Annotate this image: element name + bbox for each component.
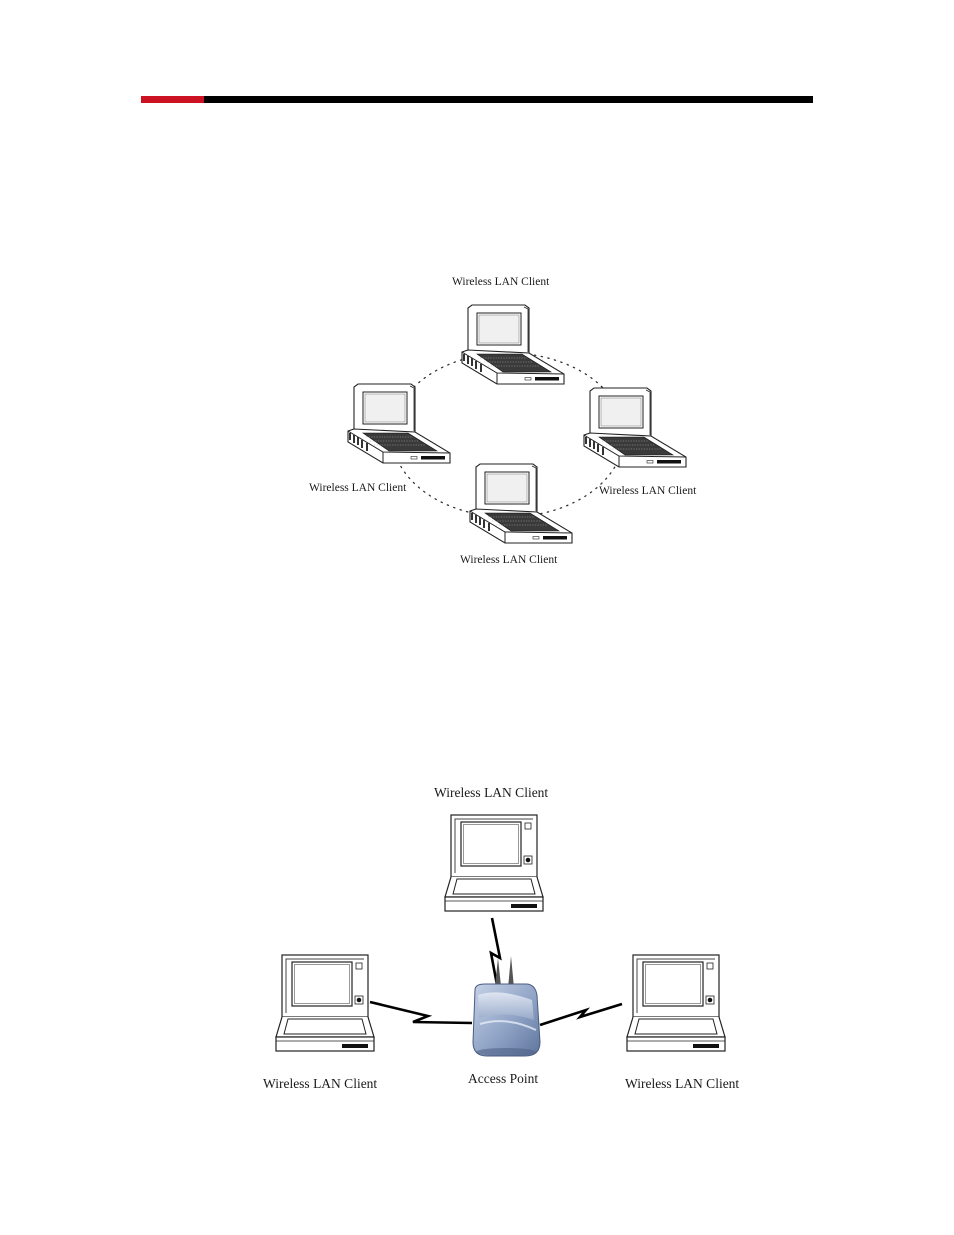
notebook-laptop-icon xyxy=(348,384,450,463)
infrastructure-network-graphic xyxy=(0,780,954,1100)
wireless-router-icon xyxy=(473,956,540,1056)
notebook-laptop-icon xyxy=(462,305,564,384)
wireless-link-left xyxy=(370,1002,472,1023)
header-rule-accent xyxy=(141,96,204,103)
adhoc-network-diagram: Wireless LAN Client Wireless LAN Client … xyxy=(0,270,954,580)
adhoc-client-label-top: Wireless LAN Client xyxy=(452,276,549,288)
laptop-icon xyxy=(627,955,725,1051)
header-rule-bar xyxy=(204,96,813,103)
infra-client-label-right: Wireless LAN Client xyxy=(625,1076,739,1092)
notebook-laptop-icon xyxy=(584,388,686,467)
header-rule xyxy=(141,96,813,103)
adhoc-network-graphic xyxy=(0,270,954,580)
infra-client-label-left: Wireless LAN Client xyxy=(263,1076,377,1092)
notebook-laptop-icon xyxy=(470,464,572,543)
wireless-link-right xyxy=(540,1004,622,1025)
adhoc-client-label-right: Wireless LAN Client xyxy=(599,485,696,497)
adhoc-client-label-bottom: Wireless LAN Client xyxy=(460,554,557,566)
laptop-icon xyxy=(445,815,543,911)
adhoc-client-label-left: Wireless LAN Client xyxy=(309,482,406,494)
infra-client-label-top: Wireless LAN Client xyxy=(434,785,548,801)
access-point-label: Access Point xyxy=(468,1071,538,1087)
laptop-icon xyxy=(276,955,374,1051)
infrastructure-network-diagram: Wireless LAN Client Wireless LAN Client … xyxy=(0,780,954,1100)
